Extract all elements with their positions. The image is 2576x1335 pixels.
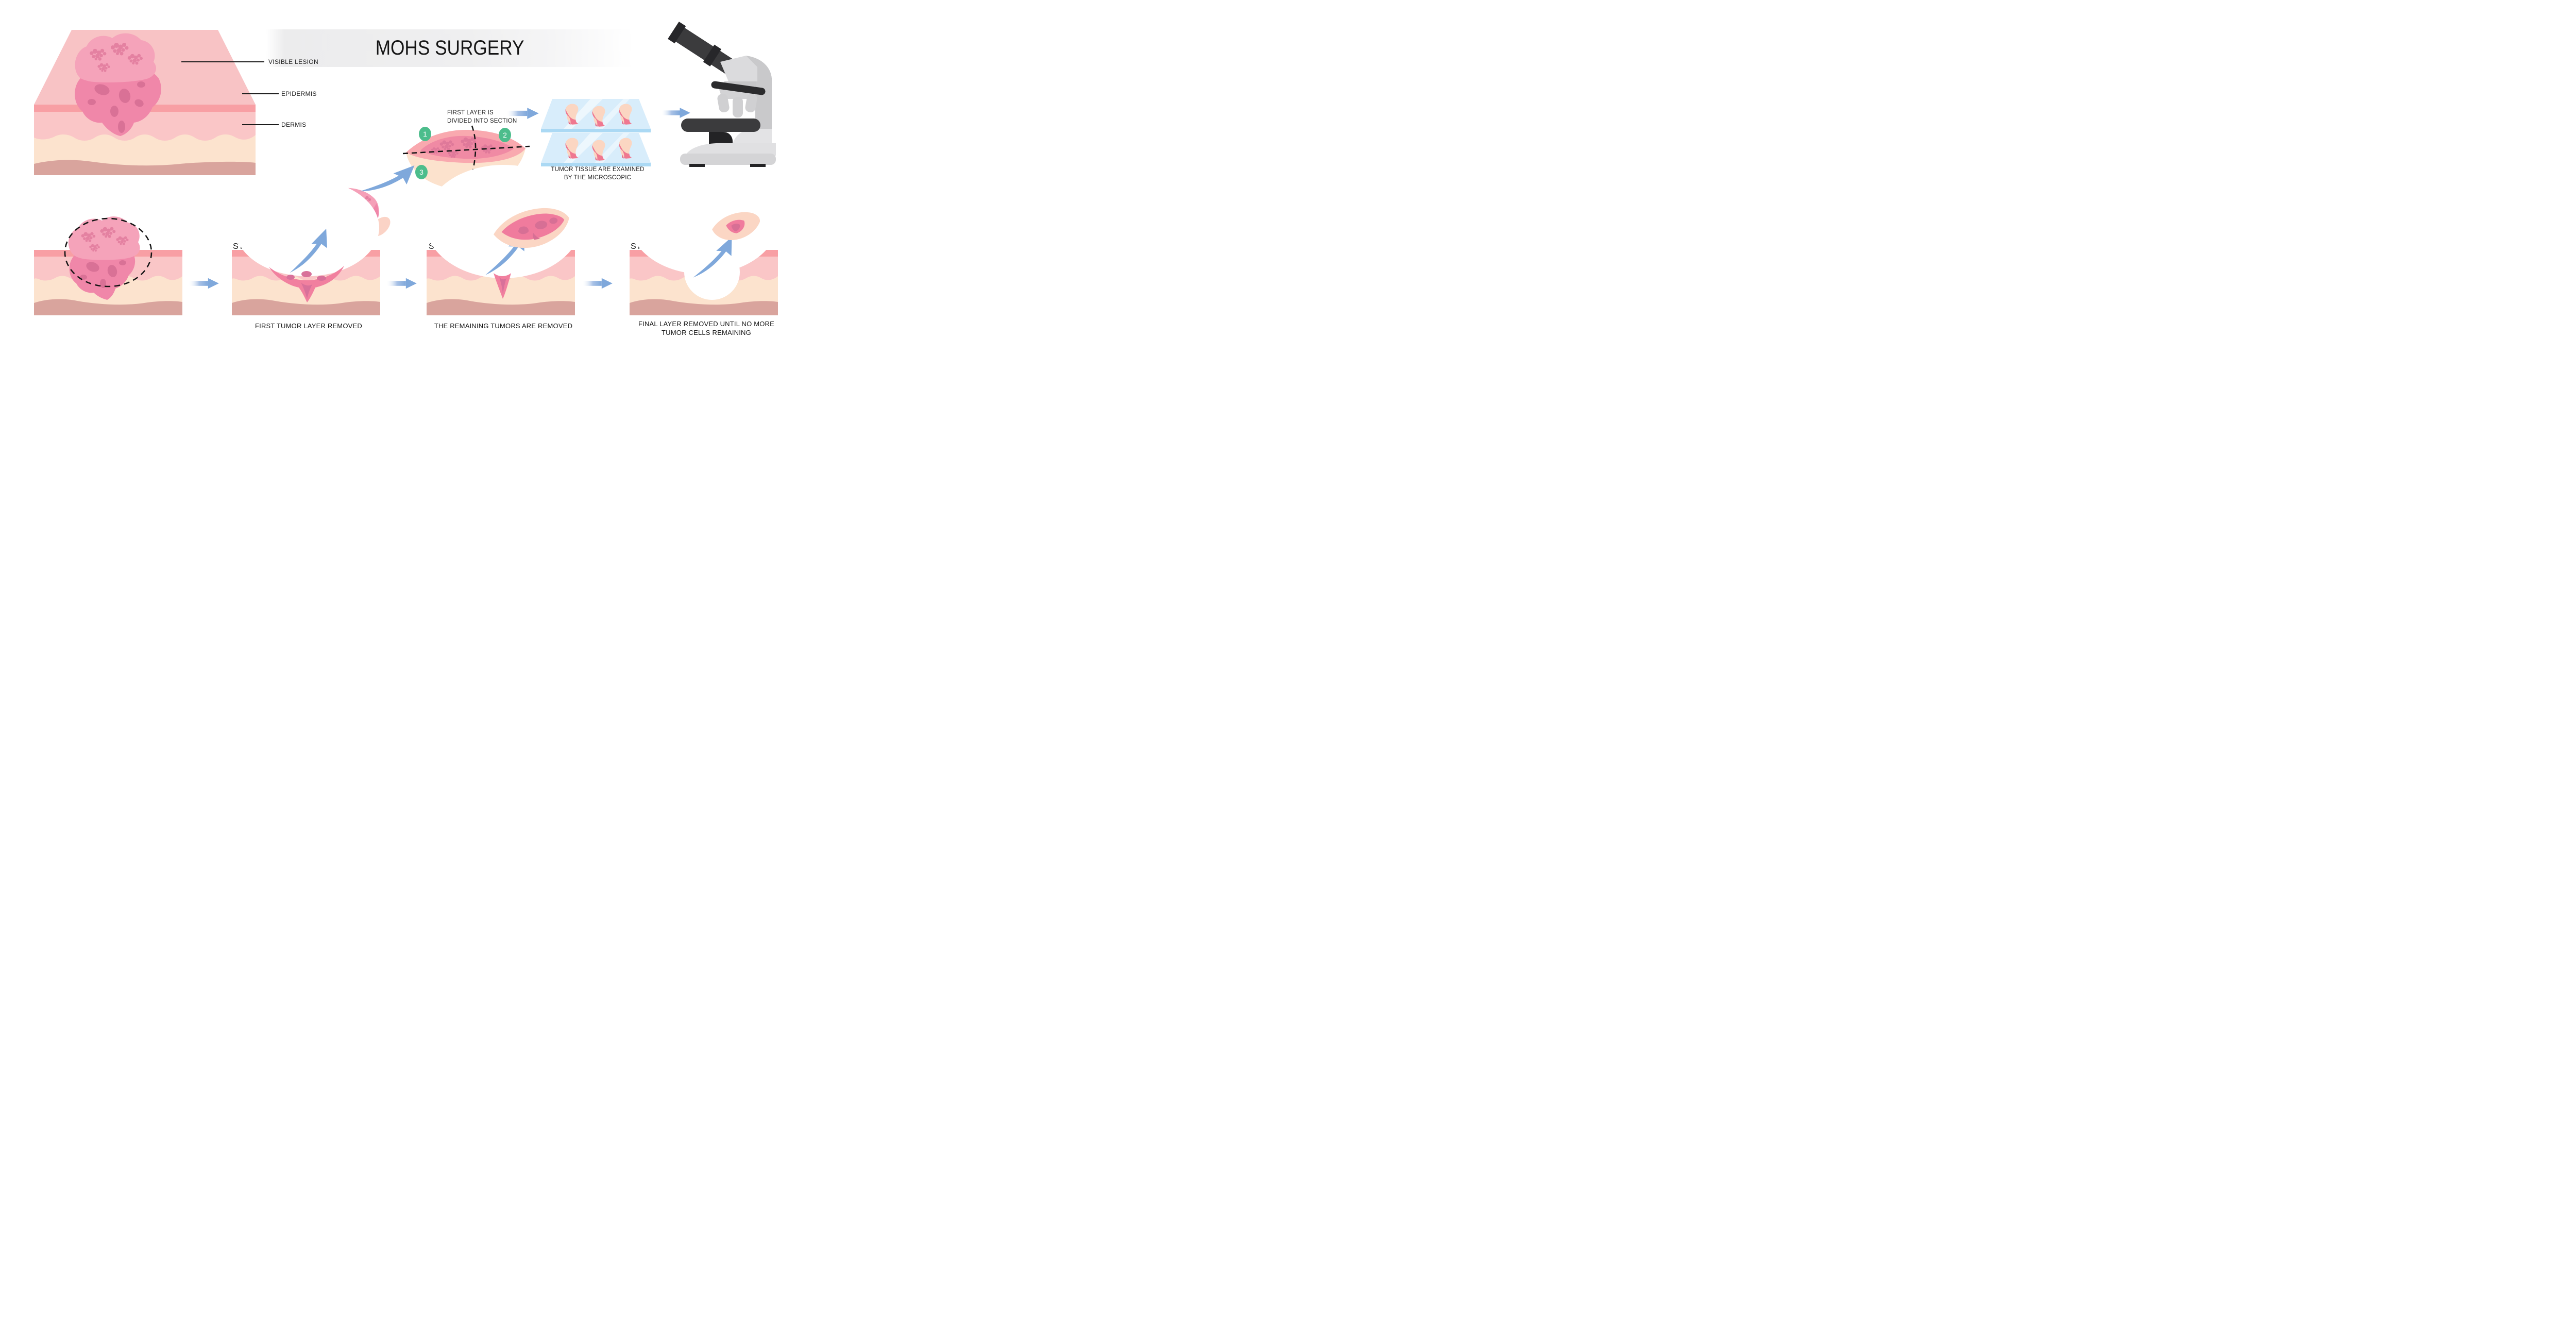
arrow-layer-to-specimen-icon — [360, 149, 419, 212]
section-caption: FIRST LAYER IS DIVIDED INTO SECTION — [447, 109, 517, 125]
title-band: MOHS SURGERY — [266, 29, 633, 67]
step-caption: FIRST TUMOR LAYER REMOVED — [255, 322, 362, 330]
step-caption-line1: FINAL LAYER REMOVED UNTIL NO MORE — [638, 320, 774, 328]
skin-panel-step1 — [232, 179, 380, 315]
arrow-specimen-to-slides-icon — [506, 108, 539, 119]
mohs-surgery-infographic: MOHS SURGERY — [0, 0, 808, 361]
residual-tumor-small — [494, 273, 511, 299]
tumor-illustration — [75, 33, 161, 136]
skin-panel-step2 — [425, 165, 582, 315]
slides-caption: TUMOR TISSUE ARE EXAMINED BY THE MICROSC… — [544, 165, 652, 182]
section-caption-line2: DIVIDED INTO SECTION — [447, 118, 517, 124]
skin-hypodermis — [34, 160, 256, 175]
step-caption: FINAL LAYER REMOVED UNTIL NO MORE TUMOR … — [624, 319, 789, 337]
crater-cutout — [629, 167, 778, 300]
removed-final-piece-illustration — [712, 212, 760, 241]
leader-line-dermis — [242, 124, 279, 125]
arrow-step-icon — [386, 278, 417, 289]
slides-illustration — [541, 99, 651, 166]
slides-caption-line2: BY THE MICROSCOPIC — [564, 175, 632, 181]
arrow-step-icon — [582, 278, 613, 289]
arrow-slides-to-microscope-icon — [661, 108, 690, 118]
lesion-tumor-illustration — [68, 216, 140, 300]
label-visible-lesion: VISIBLE LESION — [268, 58, 318, 65]
residual-tumor — [269, 266, 344, 302]
step-caption-line2: TUMOR CELLS REMAINING — [662, 329, 751, 336]
leader-line-visible-lesion — [181, 61, 264, 62]
removed-crescent-illustration — [494, 208, 569, 248]
crater-cutout — [425, 165, 582, 278]
slides-caption-line1: TUMOR TISSUE ARE EXAMINED — [551, 166, 645, 173]
page-title: MOHS SURGERY — [375, 37, 524, 59]
crater-cutout — [235, 179, 379, 276]
section-number-1: 1 — [423, 130, 427, 138]
skin-panel-lesion — [34, 216, 182, 315]
section-number-3: 3 — [419, 168, 423, 176]
section-number-2: 2 — [503, 131, 507, 139]
slide-1 — [541, 99, 651, 132]
microscope-icon — [668, 21, 776, 167]
slide-2 — [541, 133, 651, 166]
section-cut-line-horizontal — [402, 145, 530, 155]
skin-panel-step3 — [629, 167, 778, 315]
step-caption: THE REMAINING TUMORS ARE REMOVED — [434, 322, 573, 330]
dashed-margin-ellipse — [64, 217, 152, 288]
divided-specimen-illustration: 1 2 3 4 — [402, 125, 530, 200]
leader-line-epidermis — [242, 93, 279, 94]
skin-block-illustration — [34, 30, 256, 175]
arrow-step-icon — [189, 278, 219, 289]
label-epidermis: EPIDERMIS — [281, 90, 317, 97]
label-dermis: DERMIS — [281, 121, 307, 128]
section-caption-line1: FIRST LAYER IS — [447, 110, 494, 116]
